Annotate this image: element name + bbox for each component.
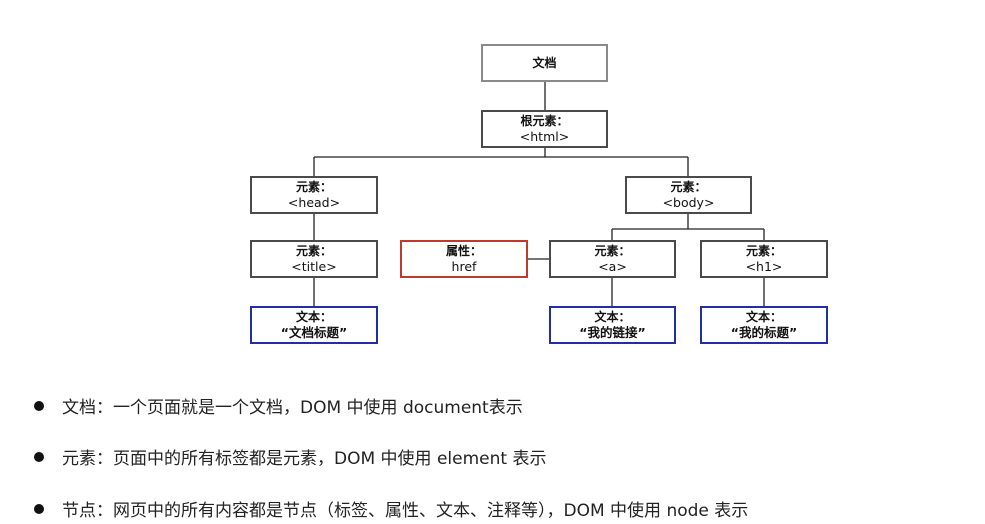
node-h1: 元素： <h1> <box>700 240 828 278</box>
node-body: 元素： <body> <box>625 176 752 214</box>
node-href-attribute: 属性： href <box>400 240 528 278</box>
node-document: 文档 <box>481 44 608 82</box>
node-a: 元素： <a> <box>549 240 676 278</box>
tree-connectors <box>313 82 765 306</box>
bullet-element-text: 元素：页面中的所有标签都是元素，DOM 中使用 element 表示 <box>62 449 547 469</box>
node-h1-text-kind: 文本： <box>745 310 782 324</box>
bullet-document-text: 文档：一个页面就是一个文档，DOM 中使用 document表示 <box>62 398 523 418</box>
bullet-element: 元素：页面中的所有标签都是元素，DOM 中使用 element 表示 <box>34 444 546 469</box>
node-href-kind: 属性： <box>445 244 482 258</box>
node-h1-tag: <h1> <box>745 259 783 274</box>
node-h1-text: 文本： “我的标题” <box>700 306 828 344</box>
bullet-dot-icon <box>34 452 44 462</box>
node-title-tag: <title> <box>291 259 337 274</box>
node-title-kind: 元素： <box>295 244 332 258</box>
node-title-text-value: “文档标题” <box>280 325 348 340</box>
node-title-text-kind: 文本： <box>295 310 332 324</box>
node-head: 元素： <head> <box>250 176 378 214</box>
node-head-tag: <head> <box>287 195 341 210</box>
node-a-kind: 元素： <box>594 244 631 258</box>
node-h1-kind: 元素： <box>745 244 782 258</box>
node-html-tag: <html> <box>519 129 570 144</box>
node-html-kind: 根元素： <box>520 114 569 128</box>
bullet-dot-icon <box>34 401 44 411</box>
node-a-tag: <a> <box>598 259 627 274</box>
node-head-kind: 元素： <box>295 180 332 194</box>
bullet-node: 节点：网页中的所有内容都是节点（标签、属性、文本、注释等），DOM 中使用 no… <box>34 496 748 521</box>
node-html: 根元素： <html> <box>481 110 608 148</box>
node-body-kind: 元素： <box>670 180 707 194</box>
node-a-text-kind: 文本： <box>594 310 631 324</box>
node-title: 元素： <title> <box>250 240 378 278</box>
node-title-text: 文本： “文档标题” <box>250 306 378 344</box>
node-body-tag: <body> <box>662 195 715 210</box>
node-document-label: 文档 <box>532 55 557 70</box>
bullet-dot-icon <box>34 504 44 514</box>
node-a-text-value: “我的链接” <box>579 325 646 340</box>
bullet-document: 文档：一个页面就是一个文档，DOM 中使用 document表示 <box>34 393 523 418</box>
node-h1-text-value: “我的标题” <box>730 325 798 340</box>
node-href-value: href <box>451 259 477 274</box>
bullet-node-text: 节点：网页中的所有内容都是节点（标签、属性、文本、注释等），DOM 中使用 no… <box>62 501 749 521</box>
node-a-text: 文本： “我的链接” <box>549 306 676 344</box>
